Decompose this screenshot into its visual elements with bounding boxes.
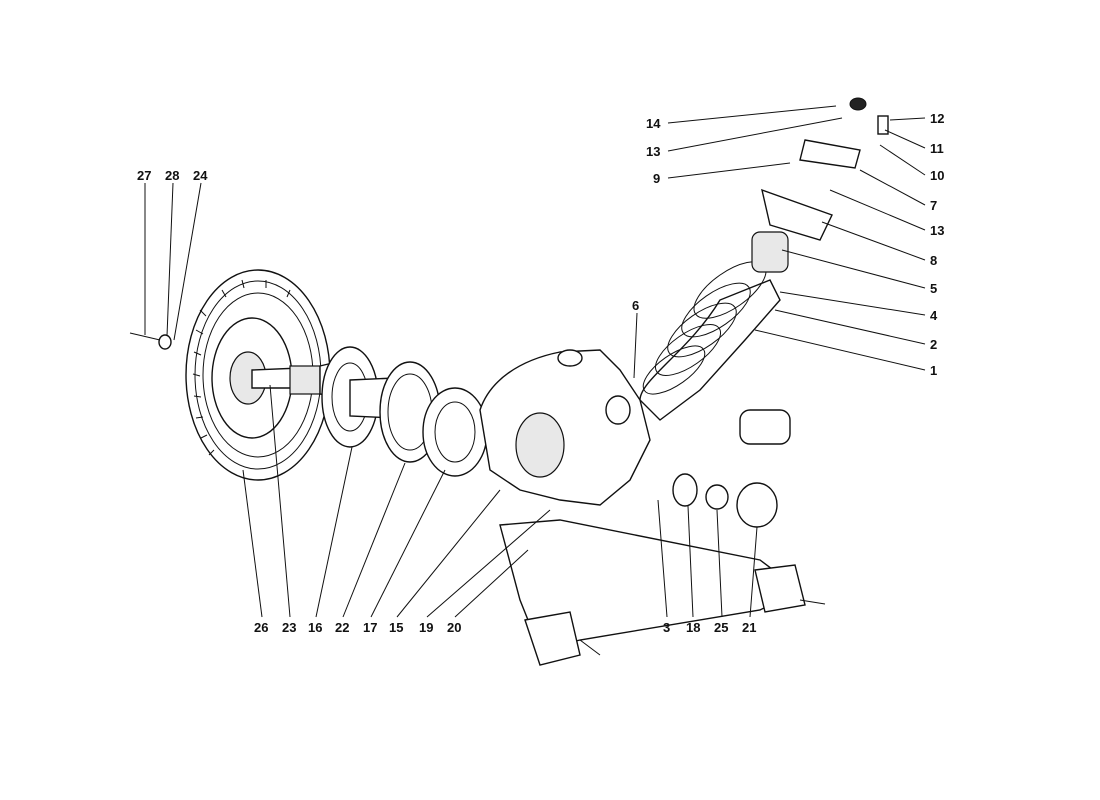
spring-damper-drawing: [639, 97, 889, 421]
callout-18: 18: [686, 620, 700, 635]
callout-13: 13: [646, 144, 660, 159]
callout-8: 8: [930, 253, 937, 268]
callout-9: 9: [653, 171, 660, 186]
callout-17: 17: [363, 620, 377, 635]
callout-14: 14: [646, 116, 661, 131]
callout-16: 16: [308, 620, 322, 635]
callout-10: 10: [930, 168, 944, 183]
lower-arm-drawing: [499, 519, 826, 666]
callout-19: 19: [419, 620, 433, 635]
leader-lines: [144, 105, 926, 618]
callout-25: 25: [714, 620, 728, 635]
callout-27: 27: [137, 168, 151, 183]
callout-1: 1: [930, 363, 937, 378]
callout-26: 26: [254, 620, 268, 635]
callout-11: 11: [930, 141, 944, 156]
bearing-drawing: [379, 361, 488, 477]
callout-15: 15: [389, 620, 403, 635]
callout-20: 20: [447, 620, 461, 635]
callout-23: 23: [282, 620, 296, 635]
callout-5: 5: [930, 281, 937, 296]
loose-parts-drawing: [129, 332, 791, 528]
callout-labels: 14 13 9 12 11 10 7 13 8 5 4 2 1 6 27 28 …: [137, 111, 944, 635]
callout-24: 24: [193, 168, 208, 183]
callout-13: 13: [930, 223, 944, 238]
callout-28: 28: [165, 168, 179, 183]
callout-7: 7: [930, 198, 937, 213]
callout-3: 3: [663, 620, 670, 635]
callout-4: 4: [930, 308, 938, 323]
callout-12: 12: [930, 111, 944, 126]
callout-22: 22: [335, 620, 349, 635]
upright-drawing: [479, 349, 651, 506]
callout-21: 21: [742, 620, 756, 635]
callout-2: 2: [930, 337, 937, 352]
callout-6: 6: [632, 298, 639, 313]
